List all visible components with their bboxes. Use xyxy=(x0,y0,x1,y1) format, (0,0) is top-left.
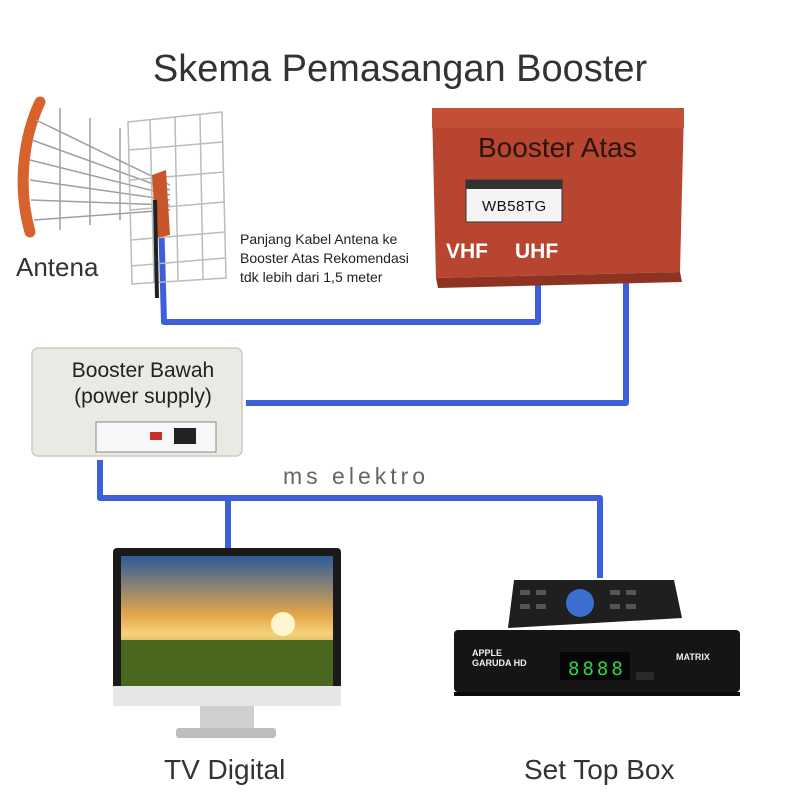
cables xyxy=(97,179,629,578)
antenna-label: Antena xyxy=(16,252,99,282)
cable-booster-atas-to-bawah xyxy=(246,280,629,406)
set-top-box-icon xyxy=(454,580,740,696)
stb-brand: APPLE GARUDA HD xyxy=(472,648,527,668)
booster-atas-box xyxy=(432,108,684,288)
port-uhf-label: UHF xyxy=(515,240,559,263)
tv-monitor-icon xyxy=(113,548,341,738)
tv-label: TV Digital xyxy=(164,754,286,785)
diagram-title: Skema Pemasangan Booster xyxy=(152,48,648,90)
stb-brand-right: MATRIX xyxy=(676,652,710,662)
stb-display: 8888 xyxy=(568,658,626,680)
antenna-icon xyxy=(17,96,227,299)
watermark: ms elektro xyxy=(283,463,430,489)
booster-model-label: WB58TG xyxy=(482,198,547,215)
cable-length-note: Panjang Kabel Antena ke Booster Atas Rek… xyxy=(240,231,409,285)
booster-atas-label: Booster Atas xyxy=(478,132,637,163)
cable-antenna-to-uhf xyxy=(157,179,541,325)
booster-bawah-box xyxy=(31,347,243,457)
port-vhf-label: VHF xyxy=(446,240,488,263)
set-top-box-label: Set Top Box xyxy=(524,754,675,785)
booster-bawah-label: Booster Bawah (power supply) xyxy=(71,359,215,408)
cable-bawah-to-splitter xyxy=(97,460,603,578)
